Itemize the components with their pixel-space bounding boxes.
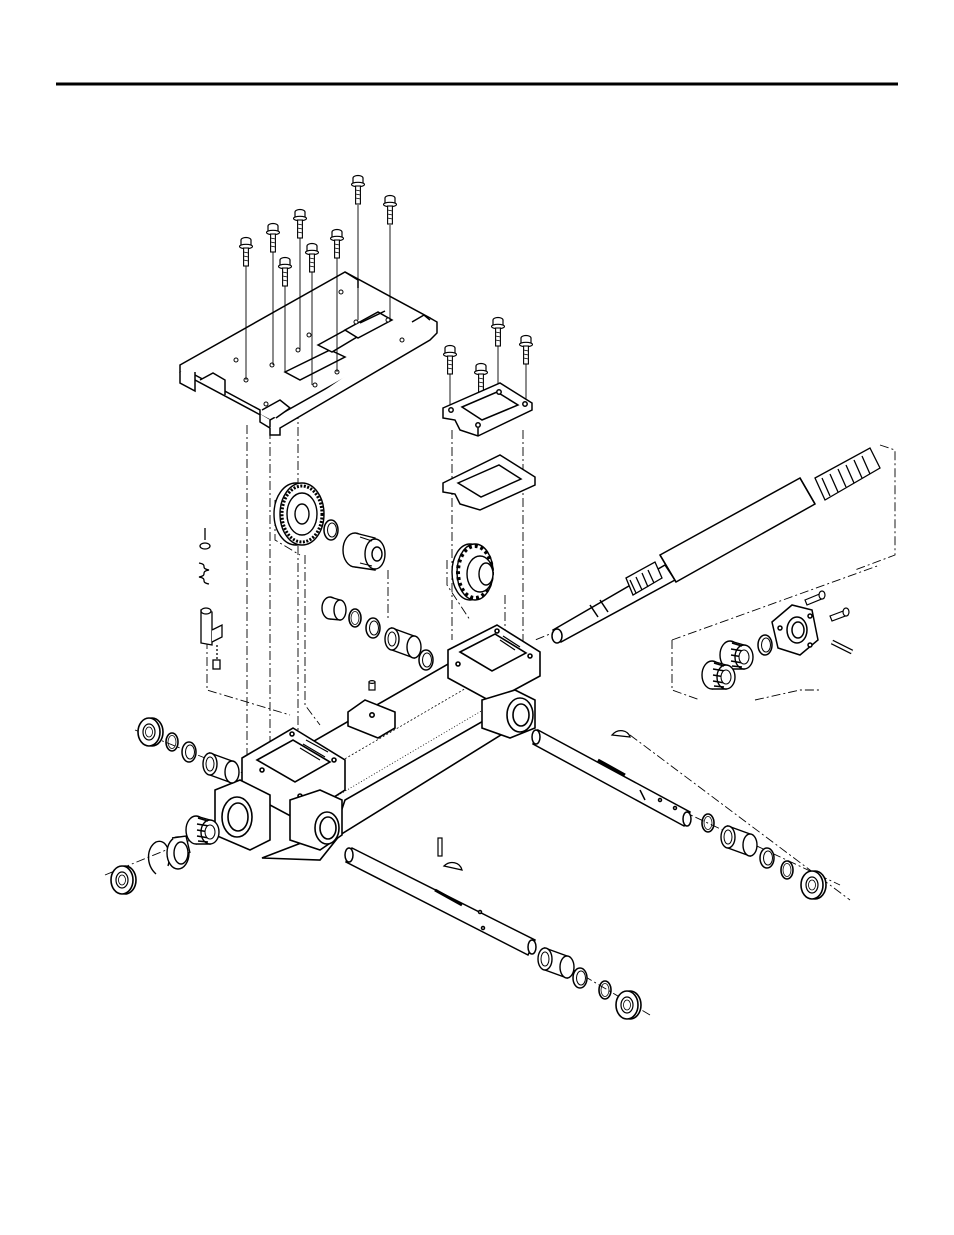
woodruff-key-rear: [612, 731, 630, 737]
axle-shaft-front: [345, 848, 536, 955]
oil-seal-left-upper: [138, 718, 163, 746]
cover-gasket: [443, 455, 535, 510]
roll-pin: [438, 838, 442, 856]
bearing-retainer: [772, 605, 818, 655]
drive-pulley: [343, 533, 385, 570]
helical-gear: [452, 544, 493, 600]
cover-plate: [443, 383, 532, 436]
oil-seal-left-lower: [111, 866, 136, 894]
mounting-bracket: [180, 272, 437, 435]
spur-gear: [274, 483, 324, 545]
gearcase-housing: [215, 625, 540, 860]
shift-lever: [199, 528, 222, 669]
retainer-o-ring: [758, 635, 772, 655]
cover-bolts: [444, 318, 533, 393]
woodruff-key-front: [444, 863, 462, 870]
left-tapered-bearing: [186, 816, 219, 844]
axle-shaft-rear: [532, 730, 691, 826]
oil-seal-right-lower: [616, 991, 641, 1019]
bracket-bolts: [240, 176, 397, 287]
bearing-cup: [167, 836, 190, 869]
vent-plug: [369, 681, 375, 690]
inner-bushing-stack: [322, 597, 346, 620]
oil-seal-right-upper: [801, 871, 826, 899]
gear-spacer: [324, 520, 338, 540]
retaining-ring: [149, 841, 170, 874]
